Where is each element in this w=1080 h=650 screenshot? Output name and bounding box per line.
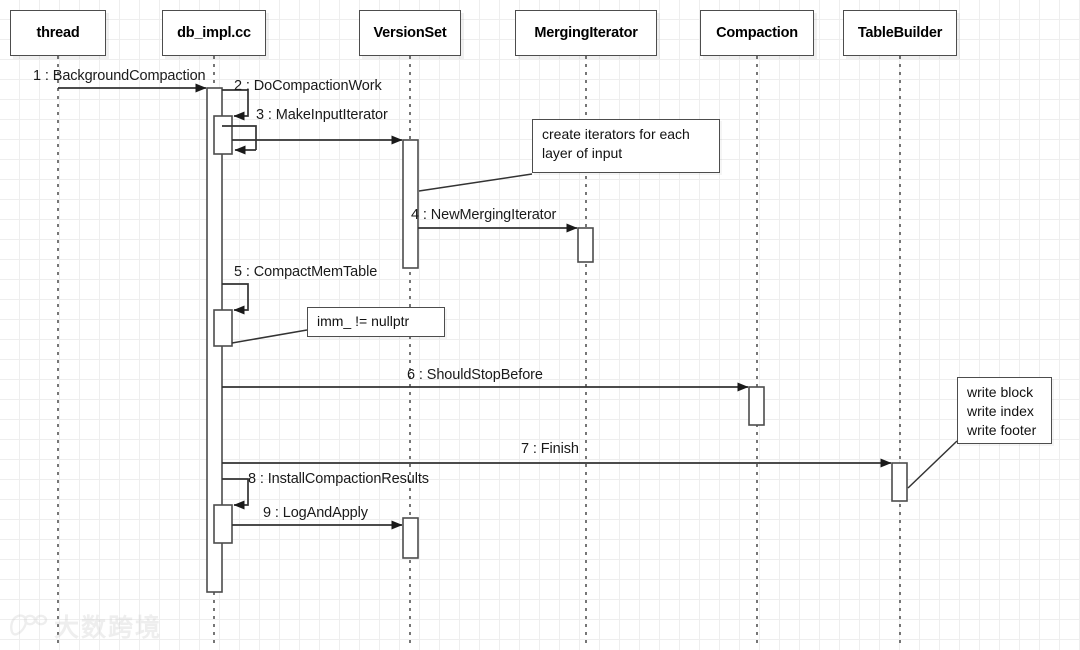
message-arrow-5-compact-mem-table (222, 283, 249, 315)
activation-db-impl-nested-1 (213, 115, 233, 155)
activation-mergingiterator-1 (577, 227, 594, 263)
activation-compaction-1 (748, 386, 765, 426)
note-connector-lines-group (231, 173, 958, 489)
activation-versionset-1 (402, 139, 419, 269)
participant-label-db-impl: db_impl.cc (177, 25, 251, 41)
note-write-block-index-footer: write block write index write footer (957, 377, 1052, 444)
participant-versionset[interactable]: VersionSet (359, 10, 461, 56)
message-label-7: 7 : Finish (521, 441, 579, 457)
message-label-9: 9 : LogAndApply (263, 505, 368, 521)
participant-thread[interactable]: thread (10, 10, 106, 56)
activation-versionset-2 (402, 517, 419, 559)
lifelines-group (57, 56, 901, 644)
message-label-3: 3 : MakeInputIterator (256, 107, 388, 123)
message-label-5: 5 : CompactMemTable (234, 264, 378, 280)
participant-compaction[interactable]: Compaction (700, 10, 814, 56)
note-connector-imm (231, 329, 308, 344)
activation-db-impl-nested-3 (213, 504, 233, 544)
message-arrow-3-make-input-iterator (222, 125, 257, 150)
participant-label-mergingiterator: MergingIterator (534, 25, 638, 41)
activation-bars-group (206, 87, 908, 593)
activation-tablebuilder-1 (891, 462, 908, 502)
participant-tablebuilder[interactable]: TableBuilder (843, 10, 957, 56)
note-connector-iterators (418, 173, 533, 192)
participant-label-versionset: VersionSet (373, 25, 447, 41)
message-label-4: 4 : NewMergingIterator (411, 207, 557, 223)
note-connector-tablebuilder (907, 440, 958, 489)
message-arrows-group (58, 83, 892, 530)
note-create-iterators: create iterators for each layer of input (532, 119, 720, 173)
participant-label-thread: thread (36, 25, 80, 41)
participant-mergingiterator[interactable]: MergingIterator (515, 10, 657, 56)
activation-db-impl-nested-2 (213, 309, 233, 347)
participant-label-compaction: Compaction (716, 25, 798, 41)
participant-db-impl[interactable]: db_impl.cc (162, 10, 266, 56)
message-label-2: 2 : DoCompactionWork (234, 78, 382, 94)
message-arrow-8-install-compaction-results (222, 478, 249, 510)
note-imm-not-nullptr: imm_ != nullptr (307, 307, 445, 337)
message-arrow-2-do-compaction-work (222, 89, 249, 121)
participant-label-tablebuilder: TableBuilder (857, 25, 943, 41)
message-label-1: 1 : BackgroundCompaction (33, 68, 206, 84)
message-label-8: 8 : InstallCompactionResults (248, 471, 429, 487)
message-label-6: 6 : ShouldStopBefore (407, 367, 543, 383)
